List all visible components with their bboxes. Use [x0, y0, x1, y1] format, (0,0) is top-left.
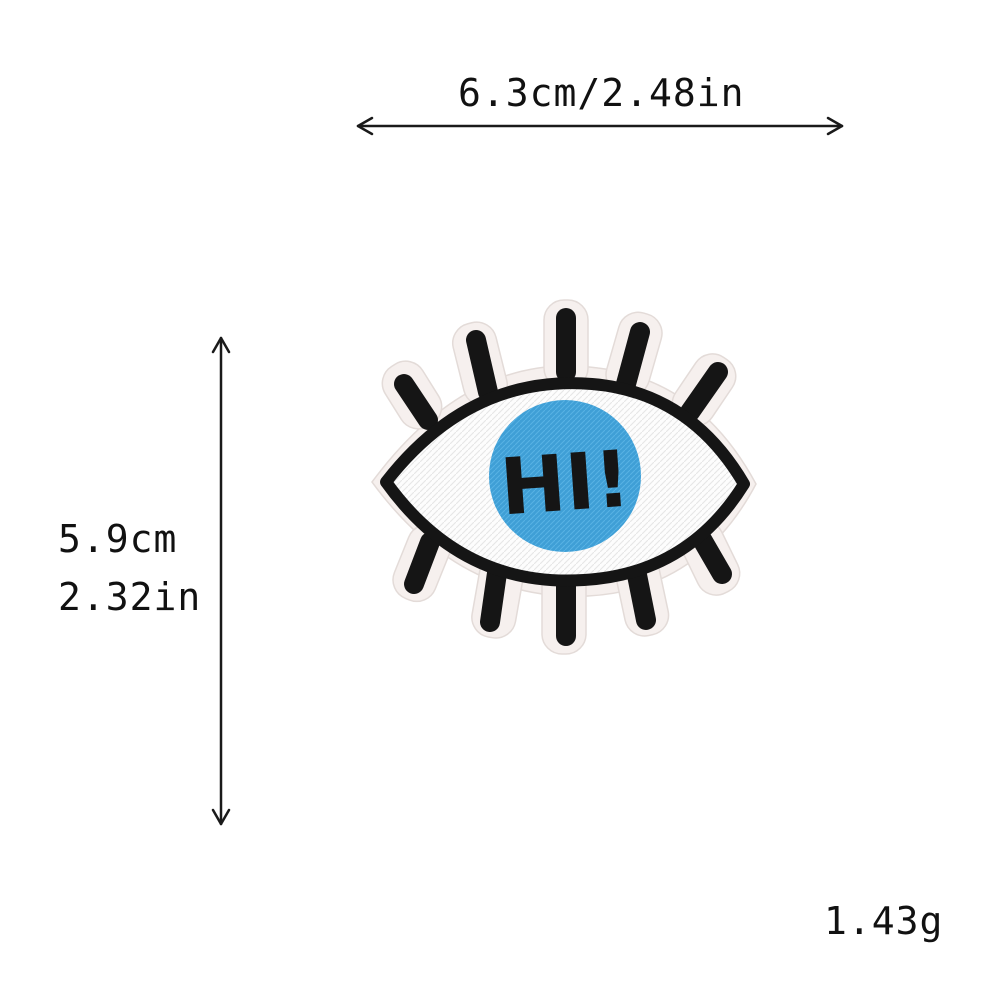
weight-label: 1.43g	[824, 899, 944, 943]
height-in-label: 2.32in	[58, 575, 202, 619]
width-dimension-label: 6.3cm/2.48in	[458, 71, 745, 115]
width-arrow-icon	[356, 116, 844, 136]
eye-iris	[489, 400, 641, 552]
height-cm-label: 5.9cm	[58, 517, 178, 561]
patch-hi-text: HI!	[497, 435, 633, 534]
height-arrow-icon	[211, 336, 231, 826]
